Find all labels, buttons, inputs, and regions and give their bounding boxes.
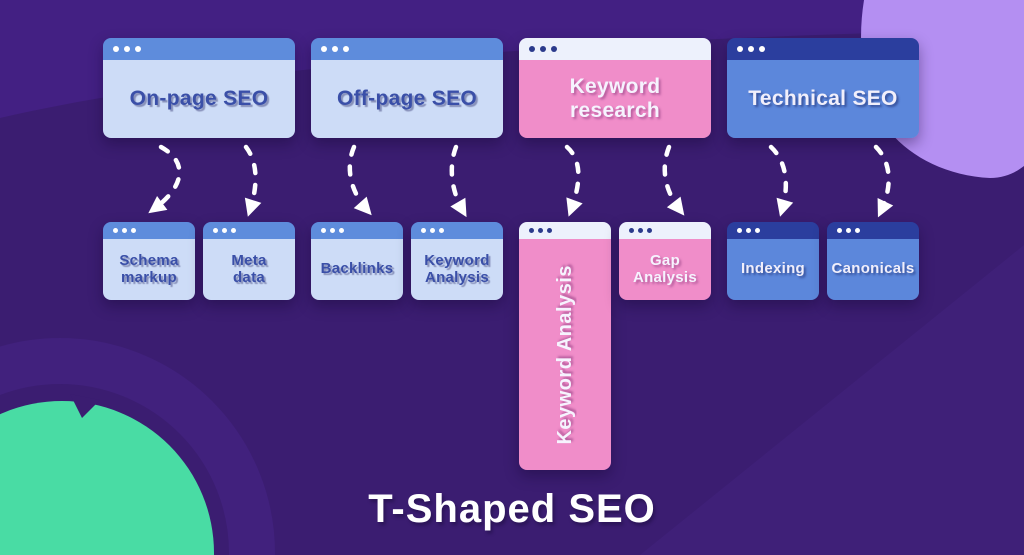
decor-top-swirl bbox=[0, 0, 1024, 118]
page-title: T-Shaped SEO bbox=[368, 487, 656, 531]
decor-green-notch bbox=[70, 394, 100, 418]
window-dots-icon bbox=[321, 46, 354, 52]
window-dots-icon bbox=[529, 228, 556, 233]
card-technical-seo: Technical SEO bbox=[727, 38, 919, 138]
window-dots-icon bbox=[113, 46, 146, 52]
card-label: Meta data bbox=[231, 251, 267, 286]
card-label: Schema markup bbox=[119, 251, 179, 286]
card-on-page-seo: On-page SEO bbox=[103, 38, 295, 138]
card-canonicals: Canonicals bbox=[827, 222, 919, 300]
window-dots-icon bbox=[113, 228, 140, 233]
window-titlebar bbox=[519, 38, 711, 60]
card-meta-data: Meta data bbox=[203, 222, 295, 300]
card-off-page-seo: Off-page SEO bbox=[311, 38, 503, 138]
window-titlebar bbox=[519, 222, 611, 239]
window-titlebar bbox=[727, 38, 919, 60]
window-dots-icon bbox=[421, 228, 448, 233]
card-label: Backlinks bbox=[320, 260, 394, 278]
window-titlebar bbox=[727, 222, 819, 239]
card-label: Keyword Analysis bbox=[424, 251, 490, 286]
window-dots-icon bbox=[737, 228, 764, 233]
card-label: Keyword research bbox=[569, 75, 661, 122]
window-titlebar bbox=[619, 222, 711, 239]
window-dots-icon bbox=[321, 228, 348, 233]
card-label: Canonicals bbox=[831, 260, 915, 278]
decor-bottom-right-swirl bbox=[640, 245, 1024, 555]
card-schema-markup: Schema markup bbox=[103, 222, 195, 300]
card-label: Keyword Analysis bbox=[553, 264, 576, 445]
decor-green-circle bbox=[0, 401, 214, 555]
window-titlebar bbox=[827, 222, 919, 239]
window-titlebar bbox=[203, 222, 295, 239]
window-titlebar bbox=[411, 222, 503, 239]
card-label: Indexing bbox=[740, 260, 806, 278]
card-gap-analysis: Gap Analysis bbox=[619, 222, 711, 300]
card-indexing: Indexing bbox=[727, 222, 819, 300]
card-label: Off-page SEO bbox=[336, 87, 478, 111]
window-dots-icon bbox=[837, 228, 864, 233]
decor-green-halo bbox=[0, 338, 275, 555]
window-dots-icon bbox=[213, 228, 240, 233]
card-keyword-analysis: Keyword Analysis bbox=[519, 222, 611, 470]
card-keyword-research: Keyword research bbox=[519, 38, 711, 138]
card-pr: Keyword Analysis bbox=[411, 222, 503, 300]
window-dots-icon bbox=[529, 46, 562, 52]
window-titlebar bbox=[311, 222, 403, 239]
card-label: On-page SEO bbox=[129, 87, 269, 111]
window-titlebar bbox=[103, 222, 195, 239]
window-titlebar bbox=[311, 38, 503, 60]
window-titlebar bbox=[103, 38, 295, 60]
card-label: Gap Analysis bbox=[632, 251, 698, 286]
card-label: Technical SEO bbox=[748, 87, 898, 111]
window-dots-icon bbox=[629, 228, 656, 233]
window-dots-icon bbox=[737, 46, 770, 52]
card-backlinks: Backlinks bbox=[311, 222, 403, 300]
